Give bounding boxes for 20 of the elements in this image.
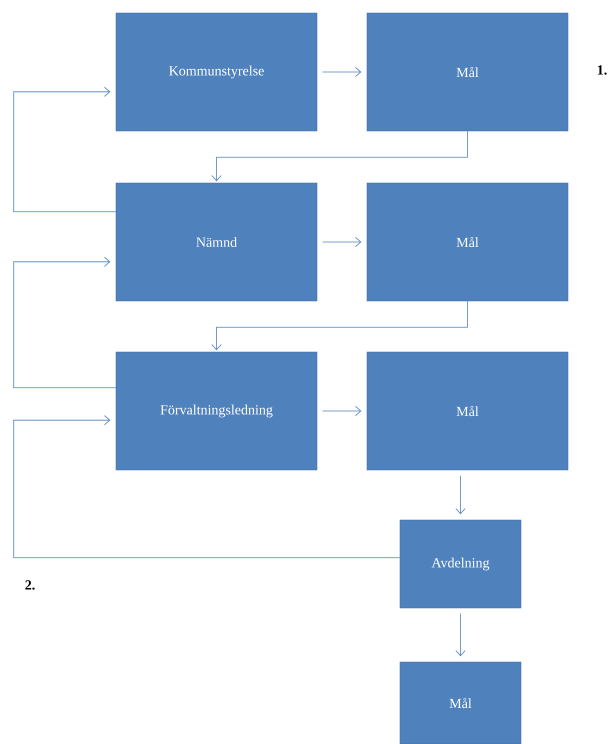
process-box: Mål (366, 12, 568, 132)
process-box: Mål (366, 352, 568, 470)
process-box: Avdelning (400, 520, 522, 608)
arrow (455, 475, 466, 514)
arrow (13, 256, 116, 388)
step-number: 1. (598, 65, 607, 75)
arrow (211, 300, 468, 350)
arrow (322, 406, 362, 416)
process-box: Kommunstyrelse (116, 12, 318, 132)
arrow (322, 236, 362, 248)
arrow (455, 613, 466, 656)
process-box: Mål (400, 662, 522, 744)
process-box: Förvaltningsledning (116, 352, 318, 470)
arrow (13, 415, 400, 558)
process-box: Mål (366, 182, 568, 302)
process-box: Nämnd (116, 182, 318, 302)
step-number: 2. (25, 580, 35, 590)
arrow (322, 66, 362, 78)
arrow (13, 86, 116, 212)
arrow (211, 130, 468, 182)
